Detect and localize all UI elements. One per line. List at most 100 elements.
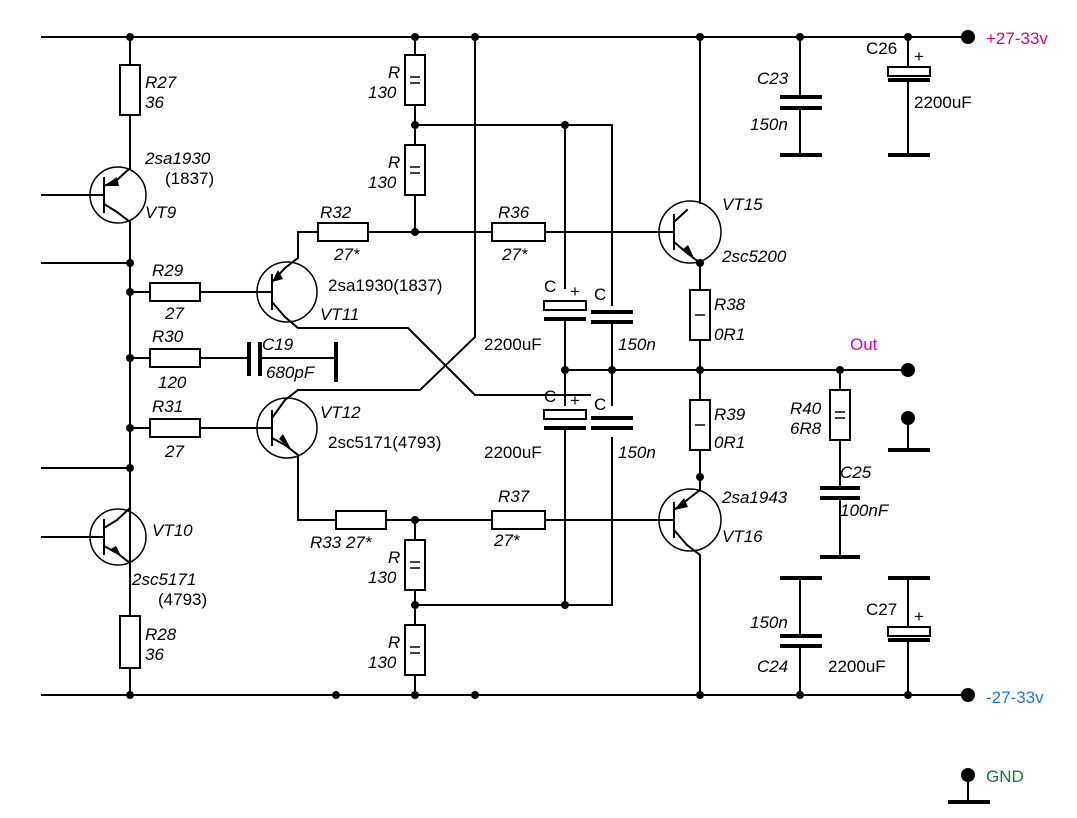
label-R27-value: 36 <box>145 93 164 112</box>
label-Cel2-plus: + <box>570 391 580 410</box>
resistor-R-bot-1 <box>404 539 426 591</box>
label-VT12-part: 2sc5171(4793) <box>328 433 441 452</box>
label-C23-ref: C23 <box>757 69 789 88</box>
label-Rbot2-ref: R <box>388 633 400 652</box>
label-VT16-ref: VT16 <box>722 527 763 546</box>
label-VT11-ref: VT11 <box>320 305 359 324</box>
label-Cf2-value: 150n <box>618 443 656 462</box>
label-Rtop2-ref: R <box>388 153 400 172</box>
label-C25-ref: C25 <box>840 463 872 482</box>
label-VT12-ref: VT12 <box>320 403 361 422</box>
resistor-R-top-2 <box>404 144 426 196</box>
resistor-R28 <box>119 615 141 669</box>
label-VT15-ref: VT15 <box>722 195 763 214</box>
label-VT16-part: 2sa1943 <box>721 488 788 507</box>
label-output: Out <box>850 335 878 354</box>
label-R28-value: 36 <box>145 645 164 664</box>
label-R36-ref: R36 <box>498 203 530 222</box>
resistor-R40 <box>829 389 851 441</box>
label-C27-value: 2200uF <box>828 657 886 676</box>
label-R40-value: 6R8 <box>790 419 822 438</box>
resistor-R37 <box>491 510 546 530</box>
label-VT9-alt: (1837) <box>165 169 214 188</box>
capacitor-C-film-top <box>591 310 633 324</box>
label-VT10-alt: (4793) <box>158 590 207 609</box>
label-R36-value: 27* <box>501 245 529 264</box>
label-R32-ref: R32 <box>320 203 352 222</box>
label-C27-ref: C27 <box>866 600 897 619</box>
label-R37-value: 27* <box>493 531 521 550</box>
label-Cel1-ref: C <box>544 277 556 296</box>
transistors <box>89 166 722 566</box>
label-Cel2-ref: C <box>544 387 556 406</box>
label-R30-value: 120 <box>158 373 187 392</box>
label-R39-ref: R39 <box>714 405 746 424</box>
label-VT10-ref: VT10 <box>152 521 193 540</box>
label-VT11-part: 2sa1930(1837) <box>328 276 442 295</box>
capacitor-C-electrolytic-top <box>543 300 587 321</box>
label-VT10-part: 2sc5171 <box>131 570 196 589</box>
label-Cf1-ref: C <box>594 285 606 304</box>
label-C27-plus: + <box>914 607 924 626</box>
label-R31-ref: R31 <box>152 397 183 416</box>
label-Rbot1-value: 130 <box>368 568 397 587</box>
label-C23-value: 150n <box>750 115 788 134</box>
label-Rtop1-value: 130 <box>368 83 397 102</box>
capacitor-C19 <box>247 342 338 382</box>
label-R33-ref: R33 27* <box>310 533 373 552</box>
label-R38-value: 0R1 <box>714 325 745 344</box>
label-R38-ref: R38 <box>714 295 746 314</box>
label-Cel1-value: 2200uF <box>484 335 542 354</box>
label-Cel2-value: 2200uF <box>484 443 542 462</box>
capacitor-C24 <box>780 634 822 648</box>
resistor-R29 <box>149 282 201 302</box>
transistor-VT15 <box>658 200 722 264</box>
capacitor-C23 <box>780 95 822 110</box>
label-C24-value: 150n <box>750 613 788 632</box>
label-R39-value: 0R1 <box>714 433 745 452</box>
resistor-R-bot-2 <box>404 624 426 676</box>
label-Rbot2-value: 130 <box>368 653 397 672</box>
transistor-VT10 <box>89 508 147 566</box>
labels: +27-33v -27-33v Out GND R 27 36 2sa1930 (… <box>131 29 1048 786</box>
label-C19-ref: C19 <box>262 335 294 354</box>
terminal-output <box>901 363 915 377</box>
label-R29-ref: R29 <box>152 261 184 280</box>
label-R37-ref: R37 <box>498 487 530 506</box>
label-C26-value: 2200uF <box>914 93 972 112</box>
transistor-VT16 <box>658 488 722 552</box>
resistor-R27 <box>119 64 141 116</box>
label-ground: GND <box>986 767 1024 786</box>
label-positive-rail: +27-33v <box>986 29 1048 48</box>
label-Cf1-value: 150n <box>618 335 656 354</box>
terminal-negative <box>961 688 975 702</box>
label-VT9-ref: VT9 <box>145 203 177 222</box>
resistors <box>119 54 851 676</box>
junctions <box>126 30 975 782</box>
ground-bars <box>780 153 990 804</box>
label-negative-rail: -27-33v <box>986 688 1044 707</box>
label-Rbot1-ref: R <box>388 548 400 567</box>
transistor-VT12 <box>256 397 318 459</box>
label-R31-value: 27 <box>164 442 184 461</box>
transistor-VT11 <box>256 261 318 323</box>
label-C24-ref: C24 <box>757 657 788 676</box>
label-R40-ref: R40 <box>790 399 822 418</box>
label-Cel1-plus: + <box>570 282 580 301</box>
label-VT15-part: 2sc5200 <box>721 247 787 266</box>
capacitor-C26 <box>887 66 931 82</box>
capacitor-C27 <box>887 626 931 642</box>
resistor-R33 <box>335 510 387 530</box>
capacitor-C-electrolytic-bottom <box>543 409 587 430</box>
resistor-R36 <box>491 222 546 242</box>
terminal-ground-stub <box>901 411 915 425</box>
label-R32-value: 27* <box>333 245 361 264</box>
resistor-R32 <box>317 222 369 242</box>
label-C26-plus: + <box>914 47 924 66</box>
label-Rtop2-value: 130 <box>368 173 397 192</box>
label-Cf2-ref: C <box>594 395 606 414</box>
label-VT9-part: 2sa1930 <box>144 149 211 168</box>
label-C26-ref: C26 <box>866 39 897 58</box>
label-R28-ref: R28 <box>145 625 177 644</box>
